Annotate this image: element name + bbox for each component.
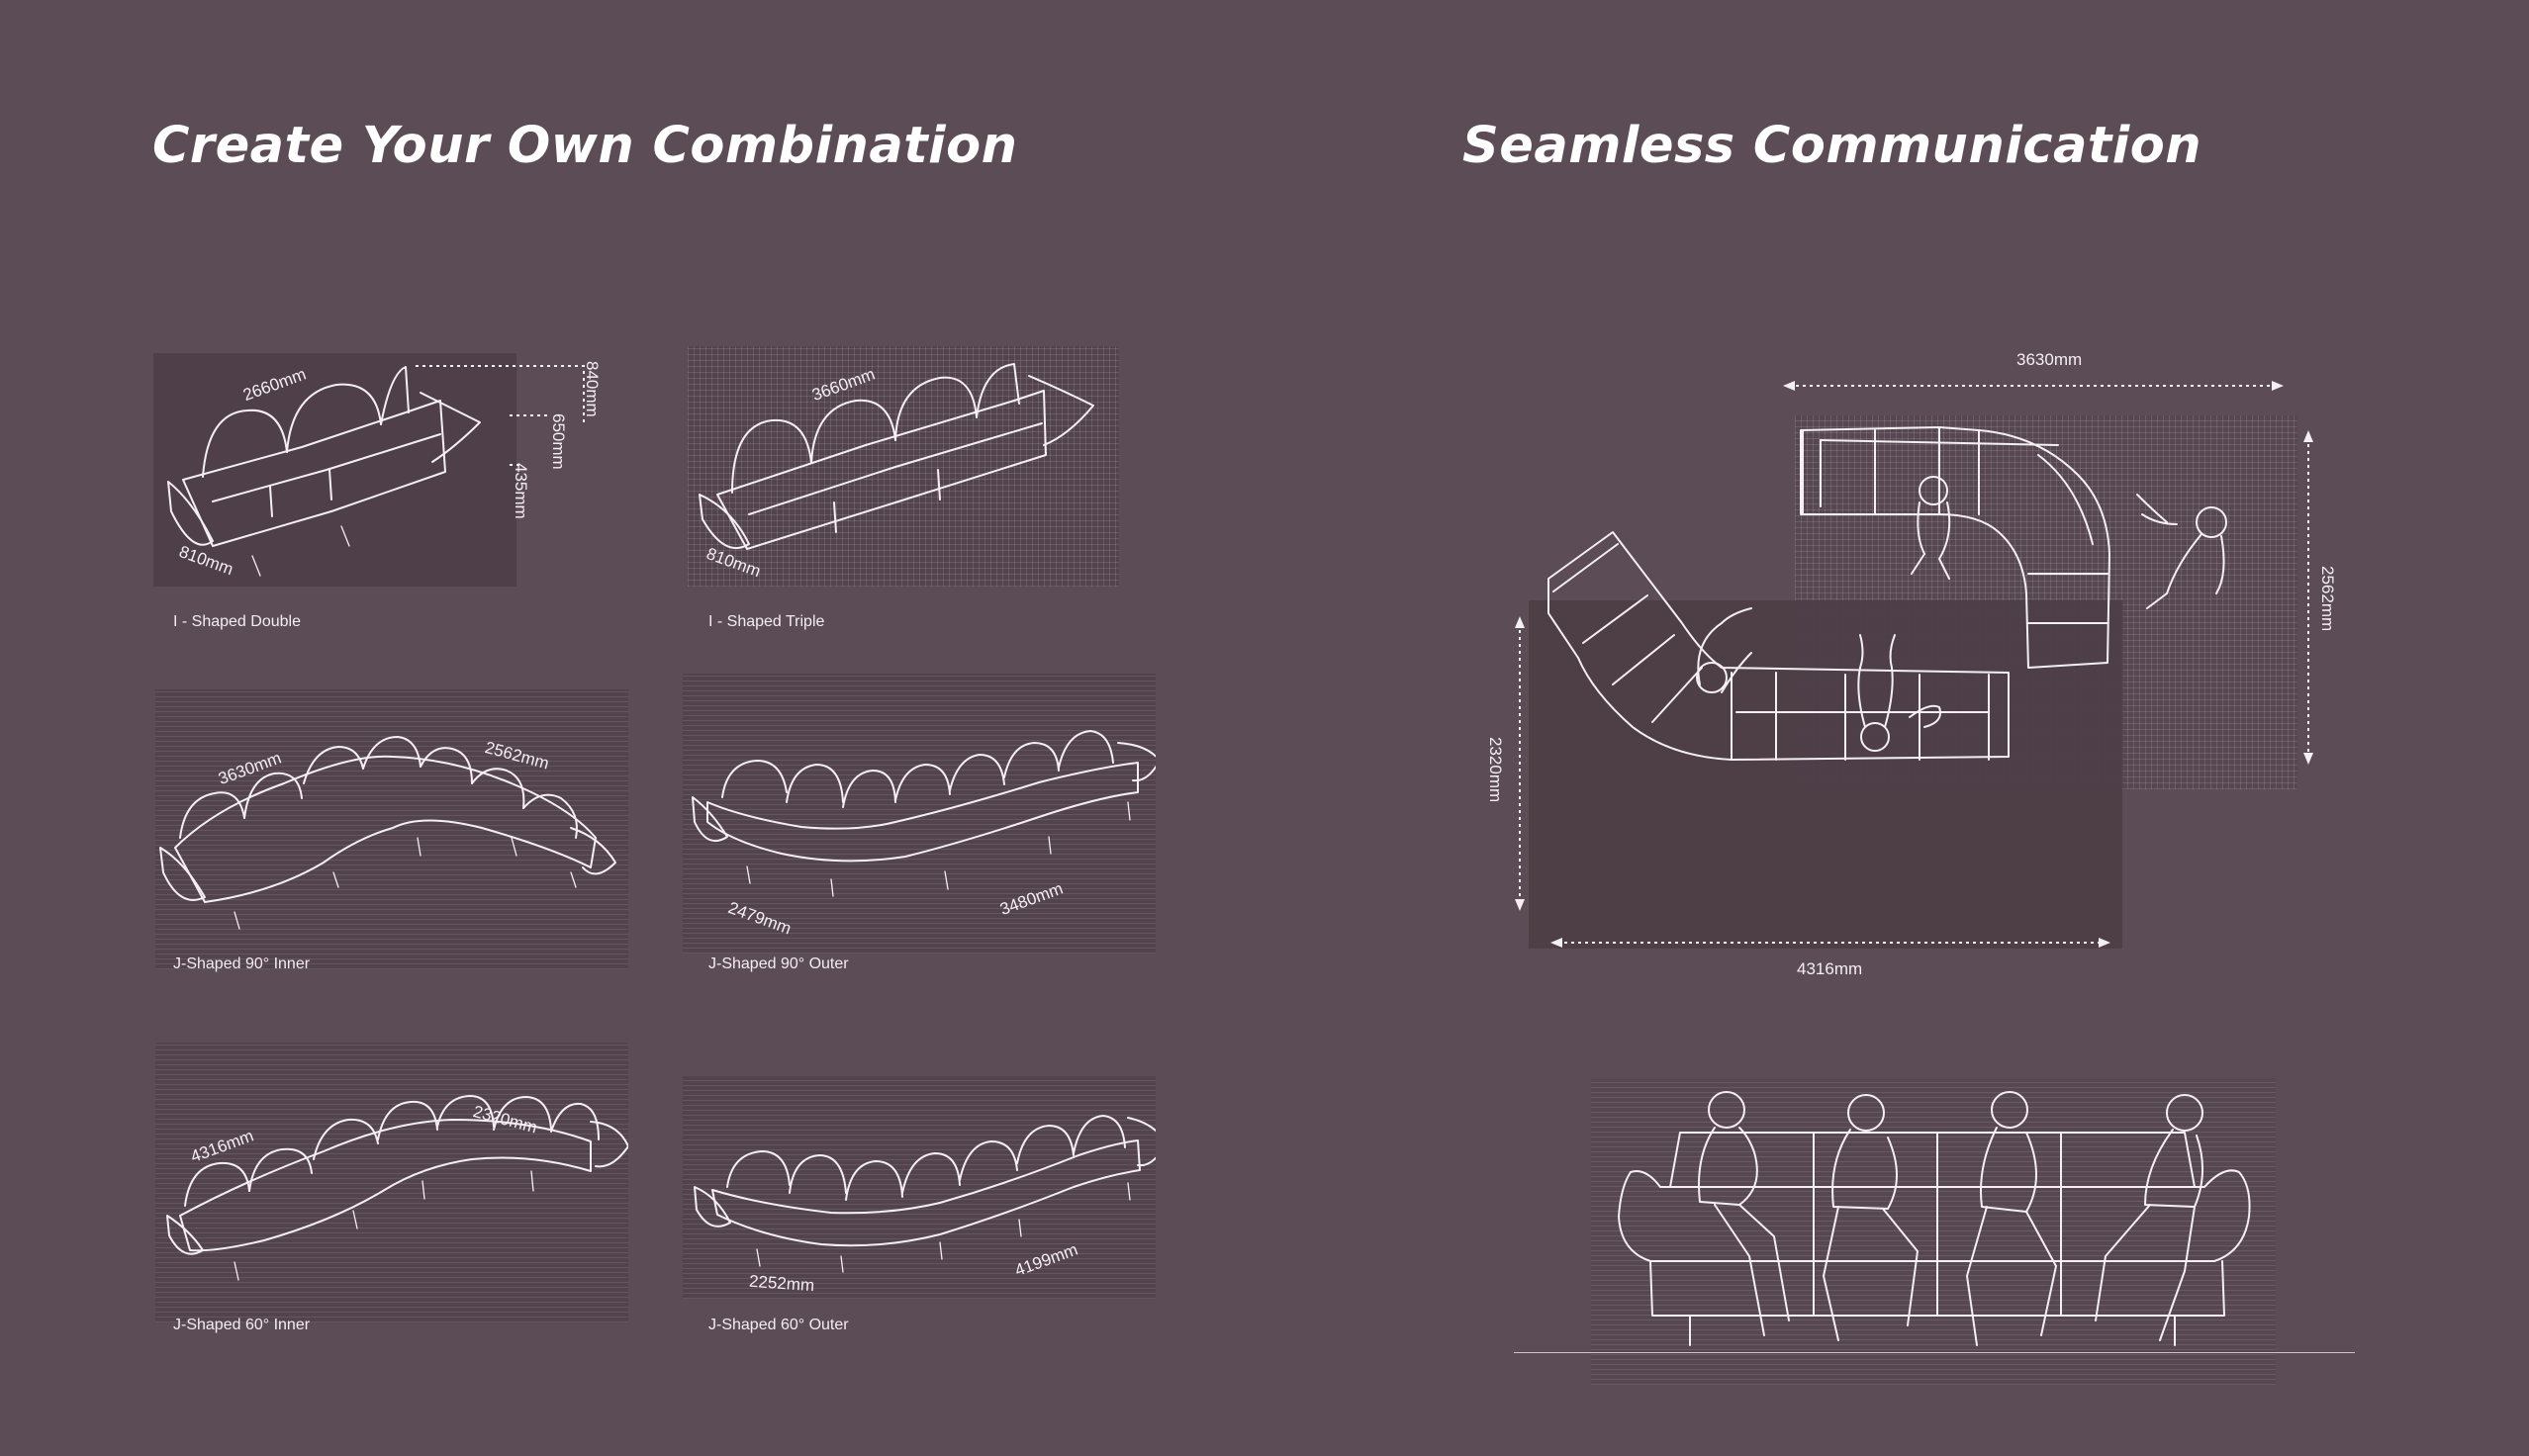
caption-i-shaped-triple: I - Shaped Triple — [708, 613, 825, 630]
plan-view-lower-block — [1529, 600, 2122, 949]
dim-label-height: 840mm — [583, 361, 602, 417]
plan-dim-label-left-depth: 2320mm — [1486, 737, 1505, 803]
sofa-illustration-j90-inner — [155, 689, 628, 969]
caption-j-shaped-60-outer: J-Shaped 60° Outer — [708, 1317, 849, 1333]
caption-i-shaped-double: I - Shaped Double — [173, 613, 301, 630]
sofa-illustration-j90-outer — [683, 674, 1156, 954]
caption-j-shaped-60-inner: J-Shaped 60° Inner — [173, 1317, 311, 1333]
floor-line — [1514, 1352, 2355, 1353]
plan-view-drawing — [1524, 415, 2315, 950]
dim-label-seat-height: 435mm — [512, 463, 530, 519]
caption-j-shaped-90-inner: J-Shaped 90° Inner — [173, 956, 311, 972]
section-title-combination: Create Your Own Combination — [152, 117, 1018, 175]
sofa-illustration-j60-inner — [155, 1043, 628, 1322]
sofa-illustration-j60-outer — [683, 1076, 1156, 1299]
caption-j-shaped-90-outer: J-Shaped 90° Outer — [708, 956, 849, 972]
side-elevation-people-on-sofa — [1591, 1078, 2276, 1385]
dim-label-back-height: 650mm — [549, 413, 568, 470]
section-title-communication: Seamless Communication — [1462, 117, 2202, 175]
plan-dim-label-bottom-width: 4316mm — [1797, 959, 1863, 978]
plan-dim-label-right-depth: 2562mm — [2318, 566, 2337, 632]
sofa-illustration-i-triple — [688, 346, 1119, 587]
plan-dim-label-top-width: 3630mm — [2016, 350, 2083, 369]
